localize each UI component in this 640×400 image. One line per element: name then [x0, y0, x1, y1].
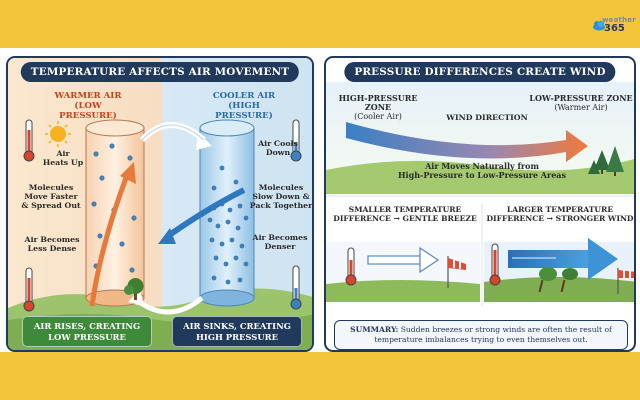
- air-rises-line2: LOW PRESSURE: [48, 331, 126, 342]
- brand-logo: weather 365: [592, 14, 636, 36]
- wind-direction-label: WIND DIRECTION: [446, 113, 528, 122]
- cool-heading-line2: (HIGH PRESSURE): [215, 100, 273, 121]
- high-zone-title: HIGH-PRESSURE ZONE: [338, 93, 418, 113]
- molecules-cool-label: Molecules Slow Down & Pack Together: [248, 183, 313, 211]
- cloud-icon: [593, 20, 605, 31]
- left-ground: [326, 280, 480, 302]
- brand-number: 365: [604, 23, 625, 34]
- heats-up-line1: Air: [56, 149, 70, 158]
- bottom-yellow-band: [0, 352, 640, 400]
- cool-air-heading: COOLER AIR (HIGH PRESSURE): [204, 91, 284, 122]
- left-panel-title: TEMPERATURE AFFECTS AIR MOVEMENT: [20, 62, 300, 82]
- air-sinks-line1: AIR SINKS, CREATING: [183, 321, 291, 331]
- less-dense-label: Air Becomes Less Dense: [16, 235, 88, 254]
- cool-thermometer-bottom: [290, 265, 302, 310]
- gentle-breeze-label: SMALLER TEMPERATURE DIFFERENCE → GENTLE …: [332, 205, 478, 223]
- cools-down-line2: Down: [265, 147, 291, 157]
- stronger-wind-label: LARGER TEMPERATURE DIFFERENCE → STRONGER…: [486, 205, 634, 223]
- right-ground: [484, 277, 634, 302]
- cool-air-cylinder: [199, 119, 255, 307]
- sun-icon: [45, 121, 71, 147]
- air-moves-line1: Air Moves Naturally from: [425, 161, 539, 171]
- top-hills: [326, 159, 634, 194]
- air-sinks-badge: AIR SINKS, CREATING HIGH PRESSURE: [172, 316, 302, 347]
- air-rises-badge: AIR RISES, CREATING LOW PRESSURE: [22, 316, 152, 347]
- high-zone-sub: (Cooler Air): [354, 112, 402, 122]
- temperature-panel: TEMPERATURE AFFECTS AIR MOVEMENT WARMER …: [6, 56, 314, 352]
- warm-thermometer-top: [23, 119, 35, 162]
- denser-line2: Denser: [264, 241, 296, 251]
- thermometer-gentle: [345, 247, 357, 286]
- windsock-gentle-icon: [447, 256, 466, 288]
- top-yellow-band: [0, 0, 640, 48]
- right-panel-title: PRESSURE DIFFERENCES CREATE WIND: [344, 62, 616, 82]
- cool-heading-line1: COOLER AIR: [212, 91, 276, 101]
- tree-icon: [124, 278, 144, 300]
- larger-line1: LARGER TEMPERATURE: [506, 205, 614, 214]
- molecules-warm-line2: Move Faster: [24, 191, 78, 201]
- pressure-illustration: [326, 82, 634, 306]
- gentle-breeze-arrow: [367, 246, 440, 274]
- cools-down-label: Air Cools Down: [248, 139, 308, 158]
- warm-heading-line1: WARMER AIR: [54, 91, 122, 101]
- thermometer-strong: [489, 243, 501, 286]
- molecules-cool-line3: Pack Together: [249, 200, 313, 210]
- rising-arrow: [89, 177, 129, 307]
- cool-thermometer-top: [290, 119, 302, 162]
- heats-up-line2: Heats Up: [42, 157, 84, 167]
- middle-circulation-arrow: [166, 187, 246, 239]
- smaller-line1: SMALLER TEMPERATURE: [348, 205, 462, 214]
- strong-wind-arrow: [508, 238, 618, 280]
- windsock-strong-icon: [617, 268, 634, 294]
- summary-lead: SUMMARY:: [350, 325, 399, 334]
- heats-up-label: Air Heats Up: [38, 149, 88, 168]
- low-zone-sub: (Warmer Air): [554, 103, 608, 113]
- bent-trees-icon: [538, 267, 578, 293]
- brand-small: weather: [602, 16, 636, 24]
- larger-line2: DIFFERENCE → STRONGER WIND: [486, 213, 634, 223]
- less-dense-line1: Air Becomes: [24, 235, 80, 244]
- smaller-line2: DIFFERENCE → GENTLE BREEZE: [333, 213, 477, 223]
- denser-line1: Air Becomes: [252, 233, 308, 242]
- low-pressure-zone-label: LOW-PRESSURE ZONE (Warmer Air): [526, 93, 634, 113]
- wind-direction-arrow: [346, 122, 588, 162]
- air-rises-line1: AIR RISES, CREATING: [33, 321, 141, 331]
- warm-heading-line2: (LOW PRESSURE): [59, 100, 117, 121]
- pine-trees-icon: [588, 146, 624, 176]
- high-pressure-zone-label: HIGH-PRESSURE ZONE (Cooler Air): [332, 93, 424, 122]
- air-moves-caption: Air Moves Naturally from High-Pressure t…: [366, 161, 598, 181]
- molecules-warm-label: Molecules Move Faster & Spread Out: [14, 183, 88, 211]
- summary-box: SUMMARY: Sudden breezes or strong winds …: [334, 320, 628, 350]
- molecules-warm-line3: & Spread Out: [21, 200, 81, 210]
- air-moves-line2: High-Pressure to Low-Pressure Areas: [398, 170, 566, 181]
- denser-label: Air Becomes Denser: [248, 233, 312, 252]
- warm-thermometer-bottom: [23, 267, 35, 312]
- summary-text: Sudden breezes or strong winds are often…: [374, 325, 612, 344]
- molecules-cool-line2: Slow Down &: [252, 191, 310, 201]
- low-zone-title: LOW-PRESSURE ZONE: [529, 93, 633, 103]
- warm-air-heading: WARMER AIR (LOW PRESSURE): [52, 91, 124, 122]
- cools-down-line1: Air Cools: [258, 139, 298, 148]
- air-sinks-line2: HIGH PRESSURE: [195, 331, 278, 342]
- molecules-warm-line1: Molecules: [28, 183, 74, 192]
- pressure-panel: PRESSURE DIFFERENCES CREATE WIND HIGH-PR…: [324, 56, 636, 352]
- less-dense-line2: Less Dense: [27, 243, 77, 253]
- molecules-cool-line1: Molecules: [258, 183, 304, 192]
